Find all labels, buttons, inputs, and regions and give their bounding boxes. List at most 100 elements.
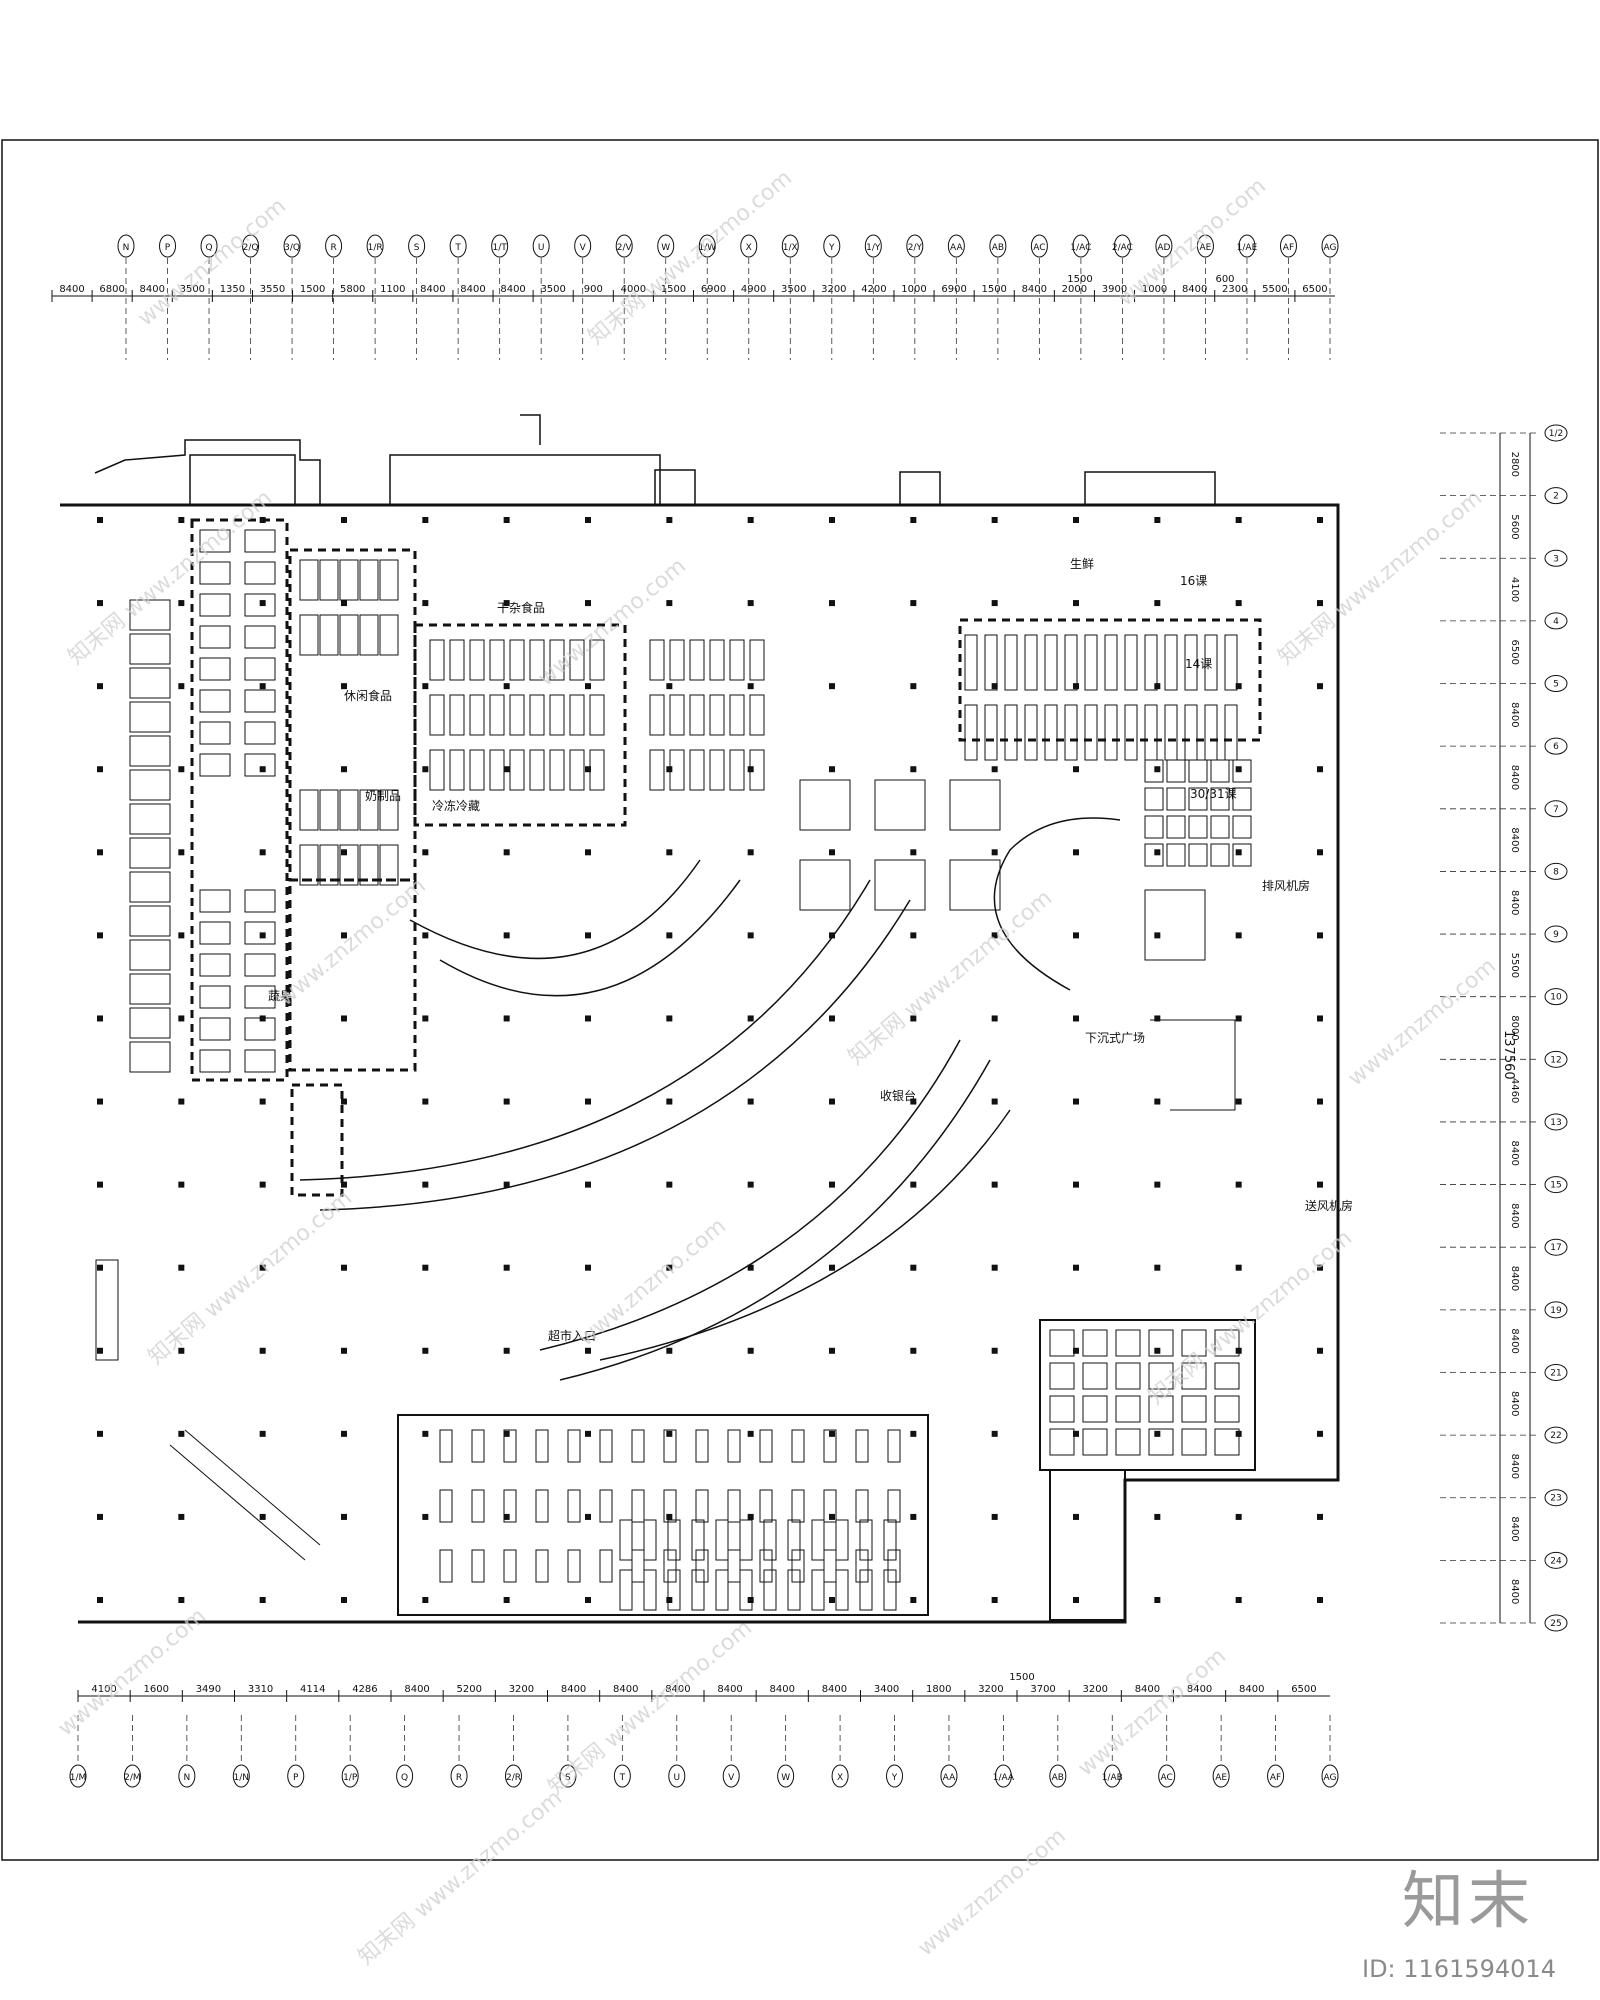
bottom-dimension-value: 4100: [91, 1684, 116, 1695]
column: [585, 683, 591, 690]
right-dimension-value: 4460: [1509, 1078, 1520, 1103]
shelf-unit: [567, 1549, 581, 1583]
column: [666, 1181, 673, 1188]
column: [1235, 517, 1242, 523]
column: [991, 683, 998, 690]
shelf-unit: [715, 1519, 729, 1561]
bottom-axis-label: W: [781, 1773, 790, 1783]
shelf-unit: [599, 1489, 613, 1523]
column: [829, 600, 835, 607]
right-axis-bubble: [1544, 925, 1568, 943]
column: [259, 1098, 266, 1105]
shelf-unit: [689, 694, 705, 736]
column: [97, 1513, 103, 1520]
shelf-unit: [855, 1429, 869, 1463]
shelf-unit: [449, 694, 465, 736]
column: [829, 1513, 835, 1520]
column: [259, 1181, 266, 1188]
column: [503, 1347, 510, 1354]
bottom-dimension-value: 8400: [665, 1684, 690, 1695]
column: [341, 1098, 347, 1105]
column: [991, 600, 998, 607]
top-axis-label: T: [454, 243, 461, 253]
column: [747, 1430, 754, 1437]
column: [585, 1430, 591, 1437]
column: [341, 1181, 347, 1188]
right-dimension-value: 8400: [1509, 1579, 1520, 1604]
shelf-unit: [129, 633, 171, 665]
right-axis-label: 3: [1553, 554, 1559, 564]
column: [910, 1347, 917, 1354]
top-dimension-value: 8400: [1022, 284, 1047, 295]
shelf-unit: [1115, 1395, 1141, 1423]
right-dimension-value: 4100: [1509, 577, 1520, 602]
shelf-unit: [429, 694, 445, 736]
upper-stair-cores: [94, 414, 1216, 506]
bottom-axis-label: 2/R: [506, 1773, 521, 1783]
right-axis-label: 6: [1553, 742, 1559, 752]
bottom-dimension-value: 1600: [144, 1684, 169, 1695]
column: [1154, 766, 1161, 773]
column: [1317, 1597, 1323, 1603]
top-dimension-value: 5800: [340, 284, 365, 295]
shelf-unit: [1124, 704, 1138, 761]
column: [1154, 1098, 1161, 1105]
shelf-unit: [199, 529, 231, 553]
shelf-unit: [244, 657, 276, 681]
column: [666, 1264, 673, 1271]
shelf-unit: [1148, 1329, 1174, 1357]
shelf-unit: [799, 779, 851, 831]
top-axis-label: S: [414, 243, 420, 253]
right-dimension-value: 8400: [1509, 1203, 1520, 1228]
shelf-unit: [199, 753, 231, 777]
shelf-unit: [1214, 1428, 1240, 1456]
shelf-unit: [1084, 634, 1098, 691]
bottom-axis-label: AF: [1270, 1773, 1281, 1783]
bottom-dimension-value: 8400: [404, 1684, 429, 1695]
shelf-unit: [1024, 634, 1038, 691]
column: [910, 766, 917, 773]
shelf-unit: [1224, 704, 1238, 761]
column: [747, 932, 754, 939]
column: [747, 517, 754, 523]
top-dimension-value: 8400: [59, 284, 84, 295]
column: [666, 1430, 673, 1437]
right-axis-label: 15: [1550, 1181, 1561, 1191]
column: [341, 1347, 347, 1354]
shelf-unit: [835, 1519, 849, 1561]
column: [97, 517, 103, 523]
shelf-unit: [1144, 815, 1164, 839]
column: [178, 1015, 185, 1022]
column: [1317, 1347, 1323, 1354]
shelf-unit: [503, 1429, 517, 1463]
top-axis-label: 2/Y: [908, 243, 923, 253]
shelf-unit: [319, 559, 339, 601]
right-axis-label: 7: [1553, 805, 1559, 815]
right-axis-bubble: [1544, 1489, 1568, 1507]
column: [422, 1181, 429, 1188]
shelf-unit: [509, 694, 525, 736]
right-axis-label: 4: [1553, 617, 1559, 627]
zone-labels: 干杂食品 休闲食品 冷冻冷藏 奶制品 蔬果 生鲜 30/31课 16课 14课 …: [268, 557, 1353, 1343]
shelf-unit: [1181, 1428, 1207, 1456]
column: [1154, 517, 1161, 523]
shelf-unit: [199, 1049, 231, 1073]
curved-arcade: [299, 817, 1121, 1381]
bottom-axis-bubble: [940, 1764, 958, 1788]
top-axis-bubble: [615, 234, 633, 258]
column: [747, 1264, 754, 1271]
shelf-unit: [709, 694, 725, 736]
shelf-unit: [199, 921, 231, 945]
top-axis-label: P: [165, 243, 171, 253]
shelf-unit: [791, 1549, 805, 1583]
shelf-unit: [509, 749, 525, 791]
column: [422, 932, 429, 939]
top-axis-label: X: [746, 243, 752, 253]
column: [666, 766, 673, 773]
top-axis-bubble: [491, 234, 509, 258]
column: [910, 517, 917, 523]
bottom-axis-label: AE: [1215, 1773, 1227, 1783]
column: [503, 1513, 510, 1520]
column: [178, 683, 185, 690]
shelf-unit: [859, 1569, 873, 1611]
